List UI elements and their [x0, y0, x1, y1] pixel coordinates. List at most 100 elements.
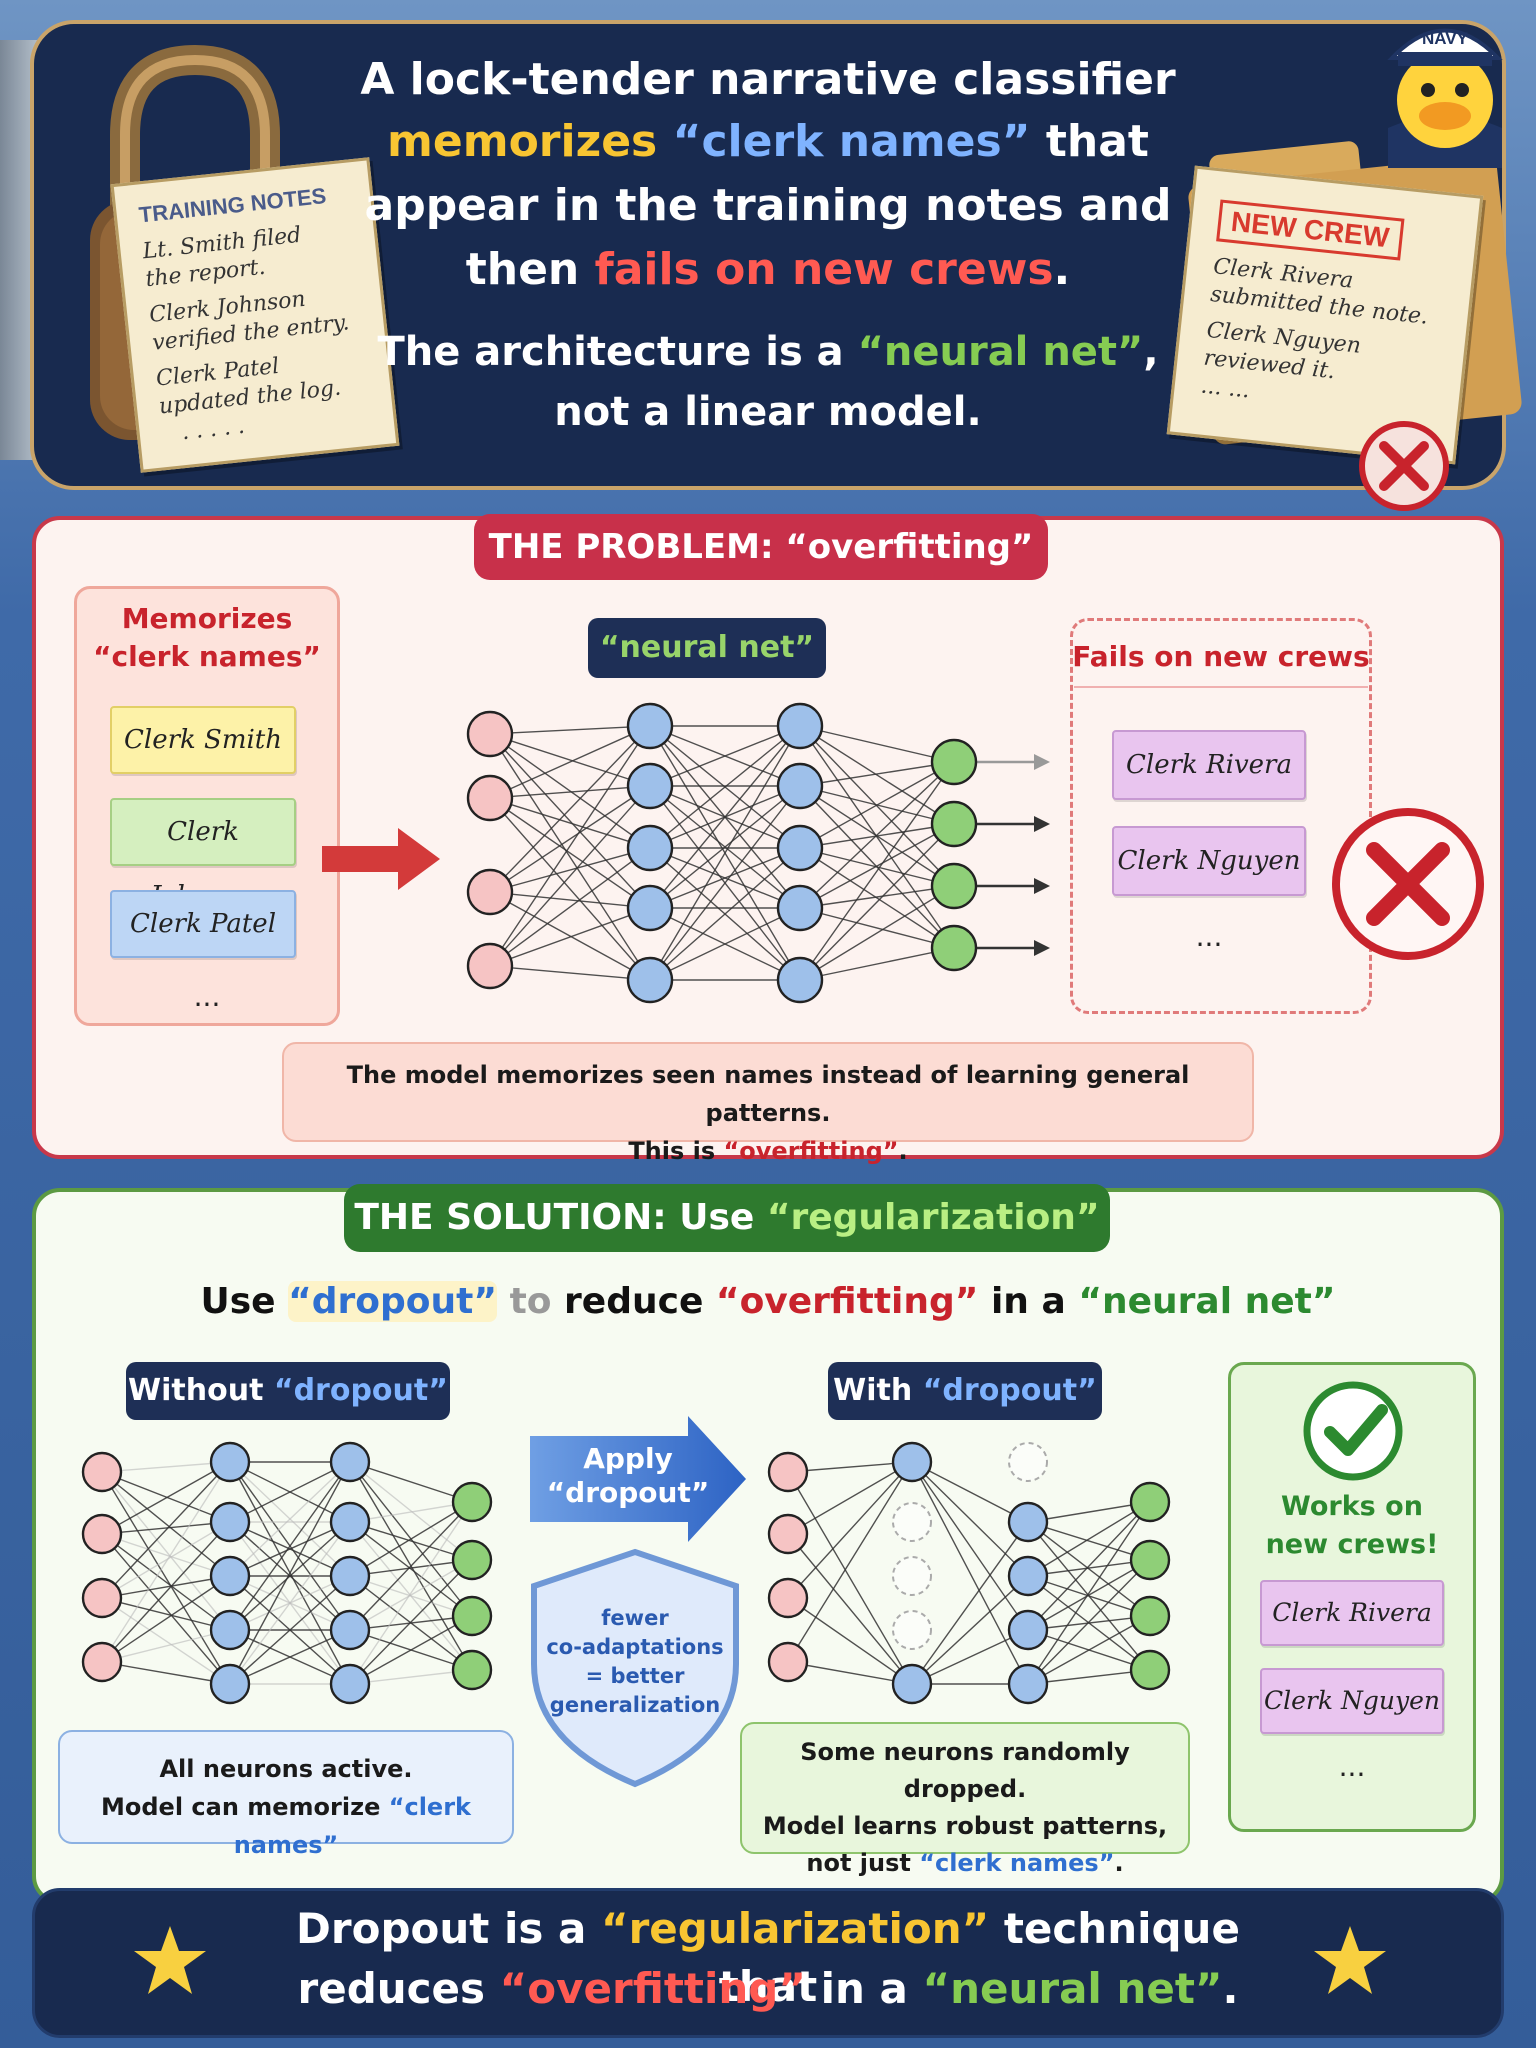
footer-regularization: “regularization” [600, 1904, 990, 1953]
net-connection [1027, 1575, 1151, 1617]
net-connection [799, 907, 955, 949]
neuron [776, 956, 824, 1004]
net-connection [1027, 1501, 1151, 1523]
header-that: that [1030, 116, 1149, 167]
checkmark-icon [1303, 1381, 1403, 1481]
neuron [81, 1513, 123, 1555]
neuron [466, 942, 514, 990]
right-caption-term: “clerk names” [919, 1849, 1115, 1877]
neuron [209, 1663, 251, 1705]
net-connection [101, 1471, 231, 1577]
header-neural-net: “neural net” [857, 329, 1144, 375]
net-connection [787, 1661, 913, 1685]
neuron [776, 762, 824, 810]
net-connection [799, 847, 955, 949]
net-connection [911, 1461, 1029, 1685]
net-connection [1027, 1559, 1151, 1577]
right-caption-line-3: not just “clerk names”. [742, 1845, 1188, 1882]
solution-title: THE SOLUTION: Use “regularization” [344, 1184, 1110, 1252]
neuron [767, 1641, 809, 1683]
neuron [1007, 1555, 1049, 1597]
net-connection [649, 907, 801, 981]
net-connection [101, 1461, 231, 1535]
with-dropout-caption: Some neurons randomly dropped. Model lea… [740, 1722, 1190, 1877]
net-connection [489, 785, 651, 799]
sub-dropout: “dropout” [288, 1281, 498, 1322]
neuron [767, 1513, 809, 1555]
header-period: . [1053, 244, 1071, 295]
net-connection [799, 725, 955, 825]
net-connection [489, 891, 651, 909]
net-connection [649, 725, 801, 849]
net-connection [799, 761, 955, 981]
neuron [1129, 1481, 1171, 1523]
neuron [81, 1641, 123, 1683]
arrow-right-icon [322, 828, 440, 890]
memorizes-ellipsis: ... [193, 980, 221, 1013]
neuron [329, 1663, 371, 1705]
net-connection [349, 1461, 473, 1503]
net-connection [349, 1669, 473, 1685]
net-connection [101, 1461, 231, 1599]
header-then: then [465, 244, 595, 295]
header-fails: fails on new crews [594, 244, 1054, 295]
net-connection [787, 1533, 913, 1685]
fails-ellipsis: ... [1195, 920, 1223, 953]
output-arrowhead [1034, 754, 1050, 770]
neuron [1007, 1663, 1049, 1705]
with-dropout-net [767, 1441, 1171, 1705]
net-connection [489, 785, 651, 893]
star-icon [134, 1926, 206, 1994]
neuron [626, 702, 674, 750]
neuron [776, 702, 824, 750]
dropped-neuron [892, 1502, 932, 1542]
header-comma: , [1143, 329, 1159, 375]
neural-net-label: “neural net” [588, 618, 826, 678]
without-term: “dropout” [273, 1373, 448, 1408]
memorizes-label: Memorizes “clerk names” [74, 600, 340, 676]
problem-caption: The model memorizes seen names instead o… [282, 1042, 1254, 1165]
without-dropout-net [81, 1441, 493, 1705]
sub-use: Use [200, 1281, 289, 1322]
net-connection [101, 1461, 231, 1663]
net-connection [799, 761, 955, 849]
neuron [209, 1609, 251, 1651]
neuron [776, 824, 824, 872]
neuron [930, 862, 978, 910]
shield-line: generalization [549, 1693, 721, 1717]
net-connection [349, 1559, 473, 1631]
new-crew-stamp: NEW CREW [1216, 199, 1405, 261]
neuron [209, 1501, 251, 1543]
shield-line: co-adaptations [546, 1635, 724, 1659]
neuron [466, 868, 514, 916]
net-connection [1027, 1501, 1151, 1685]
net-connection [229, 1629, 351, 1685]
net-connection [349, 1501, 473, 1577]
net-connection [229, 1461, 351, 1631]
header-line-2: memorizes “clerk names” that [360, 112, 1176, 172]
net-connection [101, 1521, 231, 1599]
caption-period: . [898, 1137, 908, 1165]
neuron [1007, 1609, 1049, 1651]
net-connection [349, 1501, 473, 1631]
fails-box [1070, 618, 1372, 1014]
net-connection [489, 733, 651, 787]
shield-line: = better [585, 1664, 685, 1688]
shield-line: fewer [601, 1606, 669, 1630]
net-connection [649, 725, 801, 787]
net-connection [229, 1461, 351, 1577]
net-connection [489, 733, 651, 981]
neuron [626, 824, 674, 872]
net-connection [799, 725, 955, 763]
net-connection [649, 785, 801, 981]
footer-text: reduces [297, 1964, 500, 2013]
net-connection [799, 761, 955, 909]
net-connection [1027, 1521, 1151, 1617]
net-connection [101, 1461, 231, 1473]
solution-title-term: “regularization” [766, 1197, 1100, 1238]
left-caption-line: All neurons active. [159, 1755, 413, 1783]
footer-banner [32, 1888, 1504, 2038]
net-connection [349, 1615, 473, 1631]
neuron [891, 1663, 933, 1705]
net-connection [101, 1575, 231, 1663]
